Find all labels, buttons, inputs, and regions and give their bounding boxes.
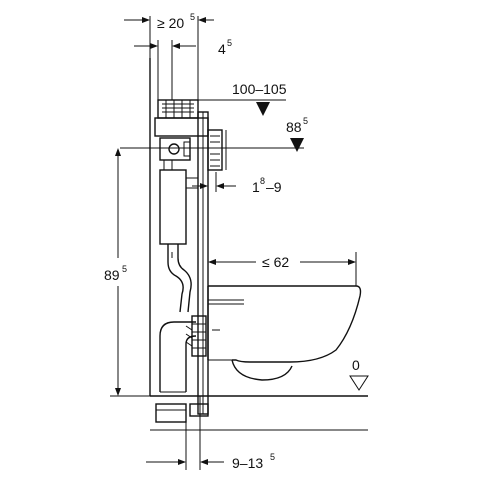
svg-text:89: 89 (104, 267, 120, 283)
svg-text:5: 5 (227, 38, 232, 48)
svg-text:8: 8 (260, 176, 265, 186)
dim-height-flush-text: 88 (286, 119, 302, 135)
dim-total-height: 89 5 (104, 148, 150, 397)
dim-bowl-length: ≤ 62 (207, 252, 357, 286)
dim-min-width-sup: 5 (190, 12, 195, 22)
dim-bowl-length-text: ≤ 62 (262, 254, 289, 270)
dim-floor-level: 0 (349, 357, 369, 391)
svg-text:1: 1 (252, 179, 260, 195)
flush-plate (207, 129, 227, 171)
svg-text:9–13: 9–13 (232, 455, 263, 471)
dim-height-range: 100–105 (198, 81, 287, 116)
wc-bowl (207, 285, 362, 381)
svg-text:100–105: 100–105 (232, 81, 287, 97)
dim-bottom-range-sup: 5 (270, 452, 275, 462)
dim-height-range-text: 100–105 (232, 81, 287, 97)
drain-bend (159, 315, 207, 393)
dim-offset: 4 5 (134, 38, 232, 100)
cistern-top (157, 99, 199, 119)
dim-offset-text: 4 (218, 41, 226, 57)
cistern-body (159, 169, 198, 245)
dim-wall-range: 1 8 –9 (192, 172, 282, 195)
dim-floor-level-text: 0 (352, 357, 360, 373)
dim-min-width: ≥ 20 5 (124, 12, 214, 100)
svg-text:4: 4 (218, 41, 226, 57)
bottom-socket (155, 403, 187, 423)
dim-height-flush: 88 5 (120, 116, 308, 152)
svg-text:5: 5 (303, 116, 308, 126)
dim-bottom-range-text: 9–13 (232, 455, 263, 471)
wall-lines (149, 58, 368, 470)
dim-wall-range-sup: 8 (260, 176, 265, 186)
svg-text:5: 5 (190, 12, 195, 22)
dim-bottom-range: 9–13 5 (146, 422, 275, 471)
svg-text:5: 5 (270, 452, 275, 462)
dim-total-height-sup: 5 (122, 264, 127, 274)
svg-text:≤ 62: ≤ 62 (262, 254, 289, 270)
svg-text:≥ 20: ≥ 20 (157, 15, 184, 31)
dim-offset-sup: 5 (227, 38, 232, 48)
dim-total-height-text: 89 (104, 267, 120, 283)
dim-wall-range-tail: –9 (266, 179, 282, 195)
dim-height-flush-sup: 5 (303, 116, 308, 126)
svg-text:–9: –9 (266, 179, 282, 195)
flush-pipe (167, 244, 192, 313)
svg-text:5: 5 (122, 264, 127, 274)
dim-wall-range-text: 1 (252, 179, 260, 195)
valve-block (159, 137, 191, 171)
svg-text:0: 0 (352, 357, 360, 373)
svg-text:88: 88 (286, 119, 302, 135)
installation-frame (154, 111, 209, 417)
dim-min-width-text: ≥ 20 (157, 15, 184, 31)
